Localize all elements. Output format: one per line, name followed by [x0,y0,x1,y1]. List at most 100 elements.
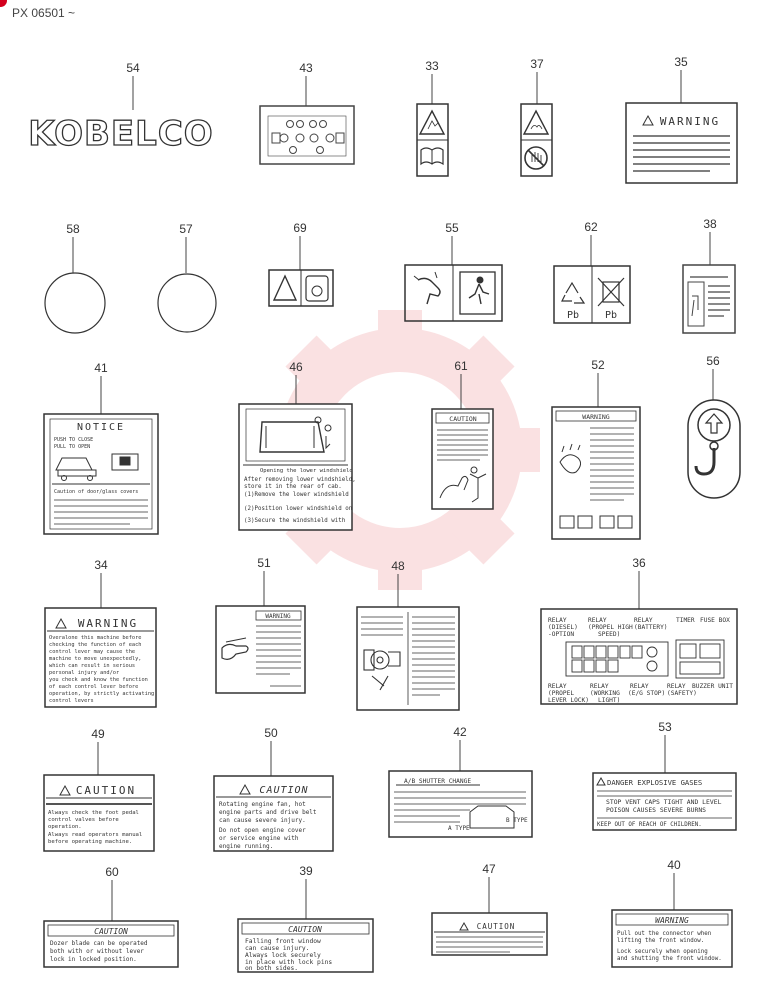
decal-47: CAUTION [431,912,548,956]
decal-36-relay-layout: RELAY RELAY RELAY TIMER FUSE BOX (DIESEL… [540,608,738,705]
notice-push: PUSH TO CLOSE [54,437,93,443]
caution-heading: CAUTION [449,415,476,423]
caution-line: Falling front window [245,938,321,945]
part-number: 56 [706,354,720,368]
decal-33 [416,103,449,177]
hand-icon [221,643,249,660]
warning-line: control lever may cause the [49,649,135,655]
danger-line: STOP VENT CAPS TIGHT AND LEVEL [606,798,722,806]
caution-line: or service engine with [219,835,299,842]
relay-note: (DIESEL) [548,624,578,631]
caution-heading: CAUTION [477,922,516,931]
a-type-label: A TYPE [448,825,470,832]
fuse-box-label: FUSE BOX [700,617,730,624]
decal-35-warning: WARNING [625,102,738,184]
relay-note: (PROPEL HIGH [588,624,633,631]
warning-heading: WARNING [265,613,291,620]
decal-34: WARNING Overalone this machine before ch… [44,607,157,708]
part-numbers: 54 43 33 37 35 58 57 69 55 62 38 41 46 6… [66,55,720,879]
windshield-t3: (1)Remove the lower windshield [244,492,349,498]
decal-37 [520,103,553,177]
part-number: 42 [453,725,467,739]
part-number: 47 [482,862,496,876]
part-number: 46 [289,360,303,374]
no-hand-icon [524,146,548,170]
up-arrow-icon [697,408,731,442]
part-number: 49 [91,727,105,741]
part-number: 54 [126,61,140,75]
part-number: 37 [530,57,544,71]
caution-line: before operating machine. [48,839,132,845]
warning-line: Lock securely when opening [617,949,708,955]
part-number: 38 [703,217,717,231]
buzzer-unit-label: BUZZER UNIT [692,683,733,690]
hand-icon [417,277,441,305]
serial-text: PX 06501 ~ [12,6,76,20]
decal-60: CAUTION Dozer blade can be operated both… [43,920,179,968]
bin-pb-label: Pb [605,310,617,321]
relay-label: RELAY [634,617,653,624]
warning-line: lifting the front window. [617,938,704,944]
caution-line: can cause severe injury. [219,817,306,824]
relay-note: (PROPEL [548,690,574,697]
notice-sub: Caution of door/glass covers [54,489,138,495]
caution-heading: CAUTION [76,784,136,797]
decal-57-circle [157,273,217,333]
crane-hook-icon [694,448,716,476]
decal-39: CAUTION Falling front window can cause i… [237,918,374,973]
part-number: 61 [454,359,468,373]
warning-heading: WARNING [582,413,609,421]
decal-49: CAUTION Always check the foot pedal cont… [43,774,155,852]
decal-41-notice: NOTICE PUSH TO CLOSE PULL TO OPEN Cautio… [43,413,159,535]
notice-heading: NOTICE [77,422,125,433]
caution-line: engine running. [219,843,273,850]
decal-61: CAUTION [431,408,494,510]
windshield-t5: (3)Secure the windshield with [244,518,345,524]
warning-line: personal injury and/or [49,670,119,676]
relay-note: (SAFETY) [667,690,697,697]
caution-line: control valves before [48,817,119,823]
part-number: 39 [299,864,313,878]
caution-line: Rotating engine fan, hot [219,801,306,808]
caution-line: on both sides. [245,965,298,972]
relay-label: RELAY [548,617,567,624]
decal-38 [682,264,736,334]
warning-heading: WARNING [78,617,138,630]
relay-label: RELAY [630,683,649,690]
caution-line: Dozer blade can be operated [50,940,148,947]
serial-marker-icon [0,0,7,7]
caution-line: lock in locked position. [50,956,137,963]
relay-note: (WORKING [590,690,620,697]
relay-note: -OPTION [548,631,574,638]
part-number: 41 [94,361,108,375]
warning-line: Overalone this machine before [49,635,141,641]
relay-label: RELAY [548,683,567,690]
decal-42: A/B SHUTTER CHANGE B TYPE A TYPE [388,770,533,838]
decal-58-circle [44,272,106,334]
part-number: 55 [445,221,459,235]
caution-line: Always read operators manual [48,832,142,838]
caution-line: both with or without lever [50,948,144,955]
relay-note: (E/G STOP) [628,690,665,697]
caution-line: Always lock securely [245,952,321,959]
decal-51: WARNING [215,605,306,694]
decal-43 [259,105,355,165]
shutter-heading: A/B SHUTTER CHANGE [404,778,471,785]
decal-40: WARNING Pull out the connector when lift… [611,909,733,968]
warning-line: machine to move unexpectedly, [49,656,141,662]
relay-label: RELAY [667,683,686,690]
part-number: 40 [667,858,681,872]
warning-line: and shutting the front window. [617,956,722,962]
relay-label: RELAY [590,683,609,690]
caution-line: can cause injury. [245,945,309,952]
caution-heading: CAUTION [94,927,128,936]
part-number: 50 [264,726,278,740]
warning-triangle-icon [272,274,298,301]
relay-note: LEVER LOCK) [548,697,589,704]
decal-50: CAUTION Rotating engine fan, hot engine … [213,775,334,852]
caution-heading: CAUTION [288,925,322,934]
danger-line: KEEP OUT OF REACH OF CHILDREN. [597,822,702,828]
recycle-pb-label: Pb [567,310,579,321]
windshield-t2: store it in the rear of cab. [244,484,342,490]
part-number: 48 [391,559,405,573]
